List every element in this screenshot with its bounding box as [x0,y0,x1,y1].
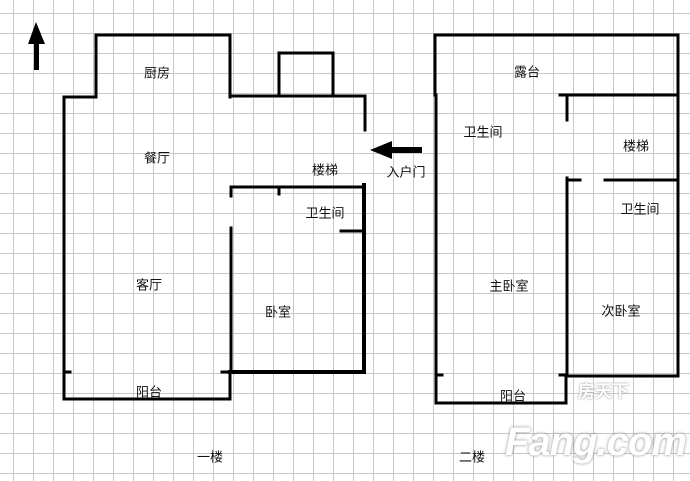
room-balcony-2: 阳台 [499,389,527,405]
floor1-east-wall [228,183,366,374]
room-bedroom: 卧室 [264,305,292,321]
north-arrow-icon [28,22,45,70]
room-stairs-1: 楼梯 [311,163,339,179]
room-stairs-2: 楼梯 [622,139,650,155]
kitchen-walls [94,33,232,99]
terrace-walls [433,33,680,97]
room-bathroom-2b: 卫生间 [620,202,660,218]
floor1-north-wall [228,94,367,132]
room-second-bedroom: 次卧室 [601,304,641,320]
watermark-logo: Fang.com [505,420,687,464]
room-master-bedroom: 主卧室 [489,279,529,295]
room-bathroom-1: 卫生间 [305,206,345,222]
room-terrace: 露台 [513,65,541,81]
floor2-inner-wall [565,93,680,378]
outer-west-wall [62,95,232,401]
room-kitchen: 厨房 [143,66,171,82]
room-bathroom-2a: 卫生间 [463,125,503,141]
entrance-arrow-icon [370,141,422,159]
watermark-cn: 房天下 [578,382,629,402]
floor1-title: 一楼 [196,450,224,466]
floor2-title: 二楼 [458,450,486,466]
room-living: 客厅 [135,278,163,294]
floor2-west-wall [434,93,568,405]
chimney-box [277,51,335,98]
entrance-label: 入户门 [386,165,426,181]
room-dining: 餐厅 [143,151,171,167]
room-balcony-1: 阳台 [135,385,163,401]
